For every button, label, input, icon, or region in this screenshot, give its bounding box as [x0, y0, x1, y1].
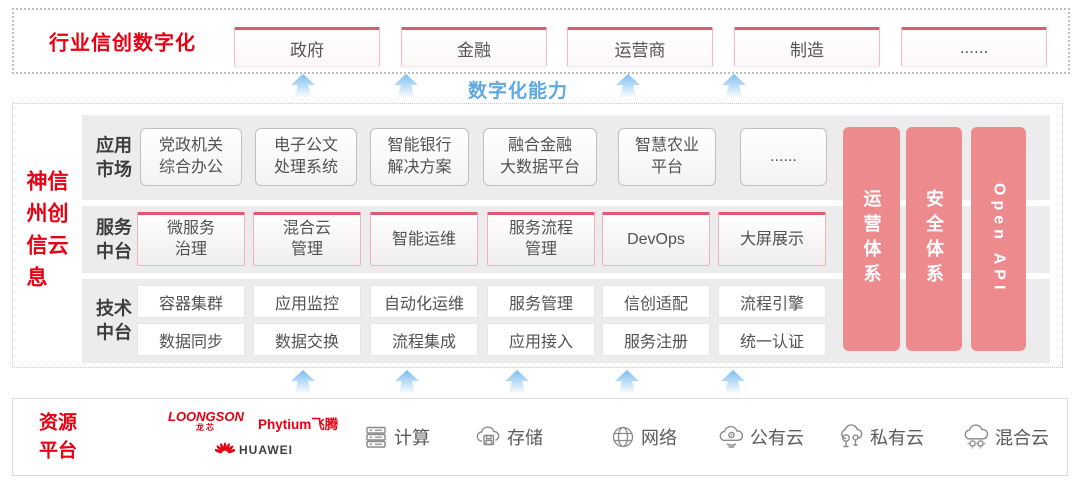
tech-chip: 服务管理: [487, 285, 595, 318]
tech-chip: 自动化运维: [370, 285, 478, 318]
app-chip: 智慧农业 平台: [618, 128, 716, 186]
service-platform-row-label: 服务 中台: [96, 217, 132, 262]
app-market-row-label: 应用 市场: [96, 135, 132, 180]
pillar-label: 安全体系: [924, 189, 944, 289]
pillar-operation-system: 运营体系: [843, 127, 900, 351]
storage-icon: [476, 426, 500, 446]
tech-chip: 容器集群: [137, 285, 245, 318]
resource-item-hybrid-cloud: 混合云: [963, 424, 1049, 450]
compute-icon: [366, 426, 386, 448]
up-arrow-icon: [290, 369, 316, 395]
pillar-label: 运营体系: [861, 189, 882, 289]
resource-item-label: 私有云: [870, 428, 924, 448]
industry-chip-government: 政府: [234, 27, 380, 67]
pillar-open-api: Open API: [971, 127, 1026, 351]
resource-band: 资源 平台 LOONGSON 龙芯 Phytium飞腾 HUAWEI: [12, 398, 1068, 476]
resource-item-compute: 计算: [363, 424, 430, 450]
platform-title: 神州信息信创云: [24, 169, 68, 298]
tech-chip: 统一认证: [718, 323, 826, 356]
app-chip: 融合金融 大数据平台: [483, 128, 597, 186]
up-arrow-icon: [720, 369, 746, 395]
resource-item-network: 网络: [610, 424, 677, 450]
tech-chip: 数据同步: [137, 323, 245, 356]
capability-caption: 数字化能力: [468, 81, 569, 102]
industry-band: 行业信创数字化 政府 金融 运营商 制造 ......: [12, 8, 1070, 74]
network-icon: [612, 426, 634, 448]
app-chip-more: ......: [740, 128, 827, 186]
huawei-logo: HUAWEI: [215, 440, 293, 460]
phytium-logo: Phytium飞腾: [258, 417, 339, 432]
tech-chip: 信创适配: [602, 285, 710, 318]
industry-chip-manufacturing: 制造: [734, 27, 880, 67]
app-market-row: 应用 市场 党政机关 综合办公 电子公文 处理系统 智能银行 解决方案 融合金融…: [82, 115, 1050, 200]
industry-chip-operator: 运营商: [567, 27, 713, 67]
service-chip: DevOps: [602, 212, 710, 266]
resource-item-label: 网络: [641, 428, 677, 448]
loongson-logo-cn: 龙芯: [195, 423, 216, 432]
up-arrow-icon: [504, 369, 530, 395]
pillar-security-system: 安全体系: [906, 127, 962, 351]
app-chip: 党政机关 综合办公: [140, 128, 242, 186]
tech-chip: 流程引擎: [718, 285, 826, 318]
tech-chip: 流程集成: [370, 323, 478, 356]
app-chip: 智能银行 解决方案: [370, 128, 469, 186]
service-chip: 混合云 管理: [253, 212, 361, 266]
app-chip: 电子公文 处理系统: [255, 128, 357, 186]
up-arrow-icon: [393, 73, 419, 99]
up-arrow-icon: [290, 73, 316, 99]
industry-chip-finance: 金融: [401, 27, 547, 67]
service-platform-row: 服务 中台 微服务 治理 混合云 管理 智能运维 服务流程 管理 DevOps …: [82, 206, 1050, 273]
industry-chip-more: ......: [901, 27, 1047, 67]
industry-band-title: 行业信创数字化: [49, 32, 196, 55]
loongson-logo: LOONGSON 龙芯: [168, 410, 244, 432]
tech-platform-row-label: 技术 中台: [96, 298, 132, 343]
tech-chip: 应用监控: [253, 285, 361, 318]
tech-chip: 数据交换: [253, 323, 361, 356]
service-chip: 微服务 治理: [137, 212, 245, 266]
resource-band-title: 资源 平台: [39, 412, 78, 461]
resource-item-public-cloud: 公有云: [718, 424, 804, 450]
up-arrow-icon: [615, 73, 641, 99]
tech-chip: 服务注册: [602, 323, 710, 356]
service-chip: 服务流程 管理: [487, 212, 595, 266]
tech-chip: 应用接入: [487, 323, 595, 356]
service-chip: 大屏展示: [718, 212, 826, 266]
resource-item-private-cloud: 私有云: [838, 424, 924, 450]
service-chip: 智能运维: [370, 212, 478, 266]
huawei-flower-icon: [215, 442, 235, 454]
resource-item-label: 混合云: [995, 428, 1049, 448]
resource-item-label: 存储: [507, 428, 543, 448]
pillar-label: Open API: [990, 183, 1008, 295]
up-arrow-icon: [614, 369, 640, 395]
tech-platform-row: 技术 中台 容器集群 应用监控 自动化运维 服务管理 信创适配 流程引擎 数据同…: [82, 279, 1050, 363]
resource-item-storage: 存储: [475, 424, 543, 450]
resource-item-label: 计算: [394, 428, 430, 448]
platform-panel: 神州信息信创云 应用 市场 党政机关 综合办公 电子公文 处理系统 智能银行 解…: [12, 103, 1063, 368]
huawei-logo-text: HUAWEI: [239, 443, 293, 457]
public-cloud-icon: [719, 425, 744, 448]
loongson-logo-text: LOONGSON: [168, 409, 244, 424]
resource-item-label: 公有云: [750, 428, 804, 448]
private-cloud-icon: [841, 424, 863, 448]
up-arrow-icon: [394, 369, 420, 395]
up-arrow-icon: [721, 73, 747, 99]
hybrid-cloud-icon: [964, 424, 989, 449]
